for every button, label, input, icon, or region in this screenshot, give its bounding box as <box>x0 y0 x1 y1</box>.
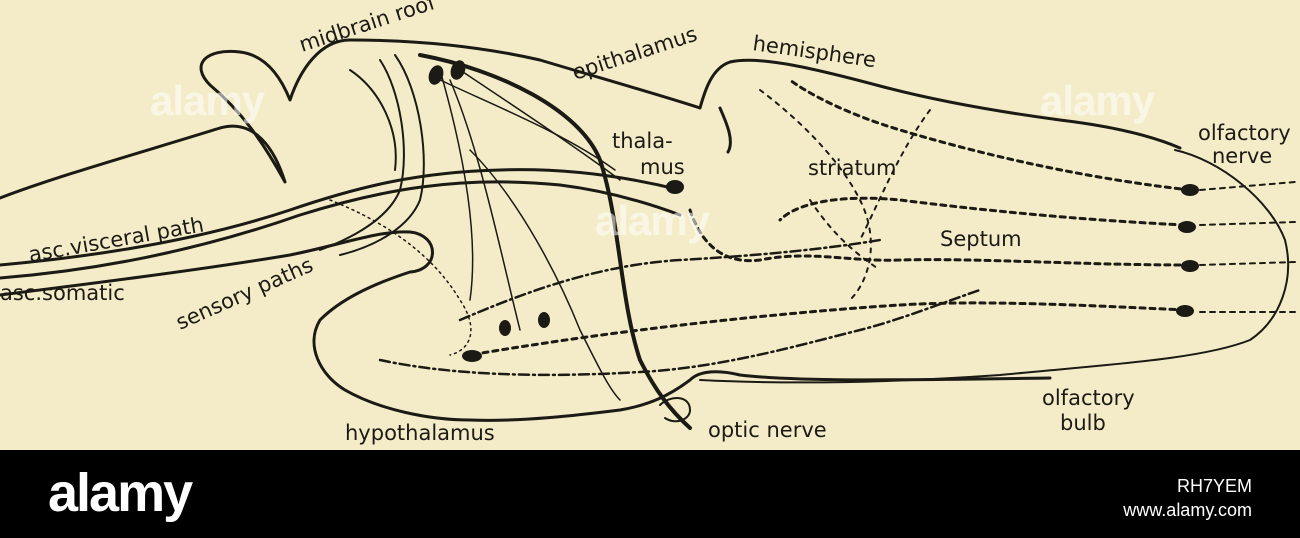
midbrain-fiber-2 <box>339 54 425 256</box>
stock-footer: alamy RH7YEM www.alamy.com <box>0 450 1300 538</box>
asc-somatic-tract <box>0 180 682 280</box>
neuron-cell-2 <box>450 60 466 80</box>
optic-nerve-tract <box>418 53 692 430</box>
watermark-left: alamy <box>150 77 266 124</box>
brain-diagram: midbrain roof epithalamus hemisphere tha… <box>0 0 1296 445</box>
olfactory-tract-9 <box>809 199 881 271</box>
olfactory-tract-4 <box>468 301 1187 357</box>
label-olfactory-nerve-line2: nerve <box>1212 144 1272 168</box>
label-striatum: striatum <box>808 156 897 180</box>
watermark-right: alamy <box>1040 77 1156 124</box>
neuron-cell-3 <box>666 180 684 194</box>
label-olfactory-bulb-line1: olfactory <box>1042 386 1135 410</box>
brain-diagram-svg: midbrain roof epithalamus hemisphere tha… <box>0 0 1296 445</box>
site-url: www.alamy.com <box>1123 500 1252 520</box>
label-olfactory-bulb-line2: bulb <box>1060 411 1106 435</box>
neuron-cell-6 <box>1181 260 1199 272</box>
label-thalamus-line1: thala- <box>612 129 673 153</box>
olfactory-tract-8 <box>859 109 931 241</box>
label-optic-nerve: optic nerve <box>708 418 827 442</box>
olfactory-tract-5 <box>458 238 882 322</box>
thin-dotted-tract <box>329 199 472 356</box>
olfactory-bulb-outline <box>699 149 1290 384</box>
image-id: RH7YEM <box>1176 476 1252 496</box>
label-epithalamus: epithalamus <box>569 22 700 85</box>
neuron-cell-9 <box>499 320 511 336</box>
neuron-cell-5 <box>1178 221 1196 233</box>
olfactory-tract-1 <box>788 78 1192 192</box>
thalamus-fiber-2 <box>459 69 621 181</box>
label-asc-somatic: asc.somatic <box>0 281 125 305</box>
thalamus-fiber-3 <box>449 79 521 331</box>
label-hypothalamus: hypothalamus <box>345 421 495 445</box>
neuron-cell-1 <box>428 65 444 85</box>
neuron-cell-10 <box>538 312 550 328</box>
midbrain-fiber-3 <box>349 69 397 171</box>
olfactory-nerve-branches <box>1199 181 1296 313</box>
olfactory-tract-6 <box>378 288 982 377</box>
asc-visceral-tract <box>0 168 682 267</box>
label-hemisphere: hemisphere <box>751 31 877 72</box>
label-asc-visceral-path: asc.visceral path <box>27 212 206 266</box>
footer-logo: alamy <box>48 463 193 523</box>
neuron-cell-4 <box>1181 184 1199 196</box>
optic-nerve-loop <box>659 397 691 423</box>
midbrain-outline <box>0 38 1182 200</box>
footer-info: RH7YEM www.alamy.com <box>1123 474 1252 522</box>
hemisphere-outline <box>718 106 732 154</box>
neuron-cell-8 <box>462 350 482 362</box>
olfactory-tract-2 <box>778 196 1187 227</box>
label-sensory-paths: sensory paths <box>172 253 316 335</box>
neuron-cell-7 <box>1176 305 1194 317</box>
thalamus-fiber-5 <box>439 69 474 301</box>
label-thalamus-line2: mus <box>640 155 685 179</box>
label-septum: Septum <box>940 227 1022 251</box>
olfactory-tract-7 <box>759 89 872 301</box>
label-midbrain-roof: midbrain roof <box>296 0 439 57</box>
midbrain-fiber-1 <box>319 59 405 251</box>
label-olfactory-nerve-line1: olfactory <box>1198 121 1291 145</box>
hypothalamus-outline <box>0 230 1052 422</box>
thalamus-fiber-4 <box>469 149 621 401</box>
watermark-center: alamy <box>595 197 711 244</box>
thalamus-fiber-1 <box>429 74 616 171</box>
